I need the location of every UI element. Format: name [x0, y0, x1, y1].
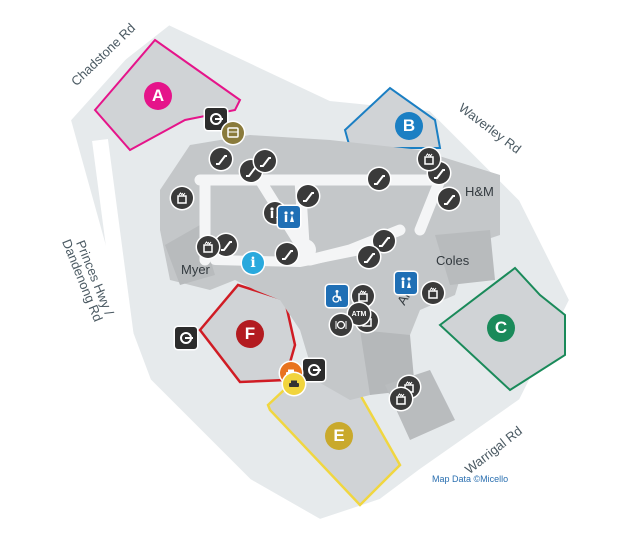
escalator-icon[interactable]: [373, 230, 395, 252]
lift-icon[interactable]: [171, 187, 193, 209]
lift-icon[interactable]: [422, 282, 444, 304]
carpark-b: [343, 86, 442, 149]
princes-hwy-road: [92, 138, 158, 522]
lift-icon[interactable]: [390, 388, 412, 410]
parking-exit-icon[interactable]: [303, 359, 325, 381]
parking-exit-icon[interactable]: [205, 108, 227, 130]
warrigal-road: [386, 375, 564, 525]
mall-building: [160, 135, 500, 400]
bus-icon[interactable]: [222, 122, 244, 144]
store-label-coles[interactable]: Coles: [436, 253, 470, 268]
zone-badge-b[interactable]: B: [395, 112, 423, 140]
lift-icon[interactable]: [418, 148, 440, 170]
atm-icon[interactable]: ATM: [348, 303, 370, 325]
toilets-icon[interactable]: [278, 206, 300, 228]
accessible-icon[interactable]: [326, 285, 348, 307]
central-plaza: [294, 239, 316, 261]
escalator-icon[interactable]: [276, 243, 298, 265]
zone-badge-c-label: C: [494, 318, 508, 337]
store-label-myer[interactable]: Myer: [181, 262, 210, 277]
lift-icon[interactable]: [197, 236, 219, 258]
map-credit[interactable]: Map Data ©Micello: [432, 474, 509, 484]
parking-exit-icon[interactable]: [175, 327, 197, 349]
dining-icon[interactable]: [330, 314, 352, 336]
atm-text: ATM: [351, 310, 367, 318]
info-icon-glyph: i: [250, 255, 256, 271]
zone-badge-c[interactable]: C: [487, 314, 515, 342]
escalator-icon[interactable]: [215, 234, 237, 256]
chadstone-road: [45, 6, 180, 116]
toilets-icon[interactable]: [395, 272, 417, 294]
taxi-icon[interactable]: [283, 373, 305, 395]
escalator-icon[interactable]: [438, 188, 460, 210]
lift-icon[interactable]: [352, 285, 374, 307]
zone-badge-f-label: F: [244, 324, 256, 343]
zone-badge-e-label: E: [333, 426, 345, 445]
escalator-icon[interactable]: [297, 185, 319, 207]
waverley-road: [456, 85, 624, 235]
escalator-icon[interactable]: [368, 168, 390, 190]
zone-badge-e[interactable]: E: [325, 422, 353, 450]
escalator-icon[interactable]: [358, 246, 380, 268]
building-coles: [435, 230, 495, 285]
store-label-hm[interactable]: H&M: [465, 184, 494, 199]
zone-badge-b-label: B: [402, 116, 416, 135]
info-icon[interactable]: i: [242, 252, 264, 274]
escalator-icon[interactable]: [210, 148, 232, 170]
zone-badge-f[interactable]: F: [236, 320, 264, 348]
zone-badge-a-label: A: [151, 86, 165, 105]
zone-badge-a[interactable]: A: [144, 82, 172, 110]
escalator-icon[interactable]: [254, 150, 276, 172]
